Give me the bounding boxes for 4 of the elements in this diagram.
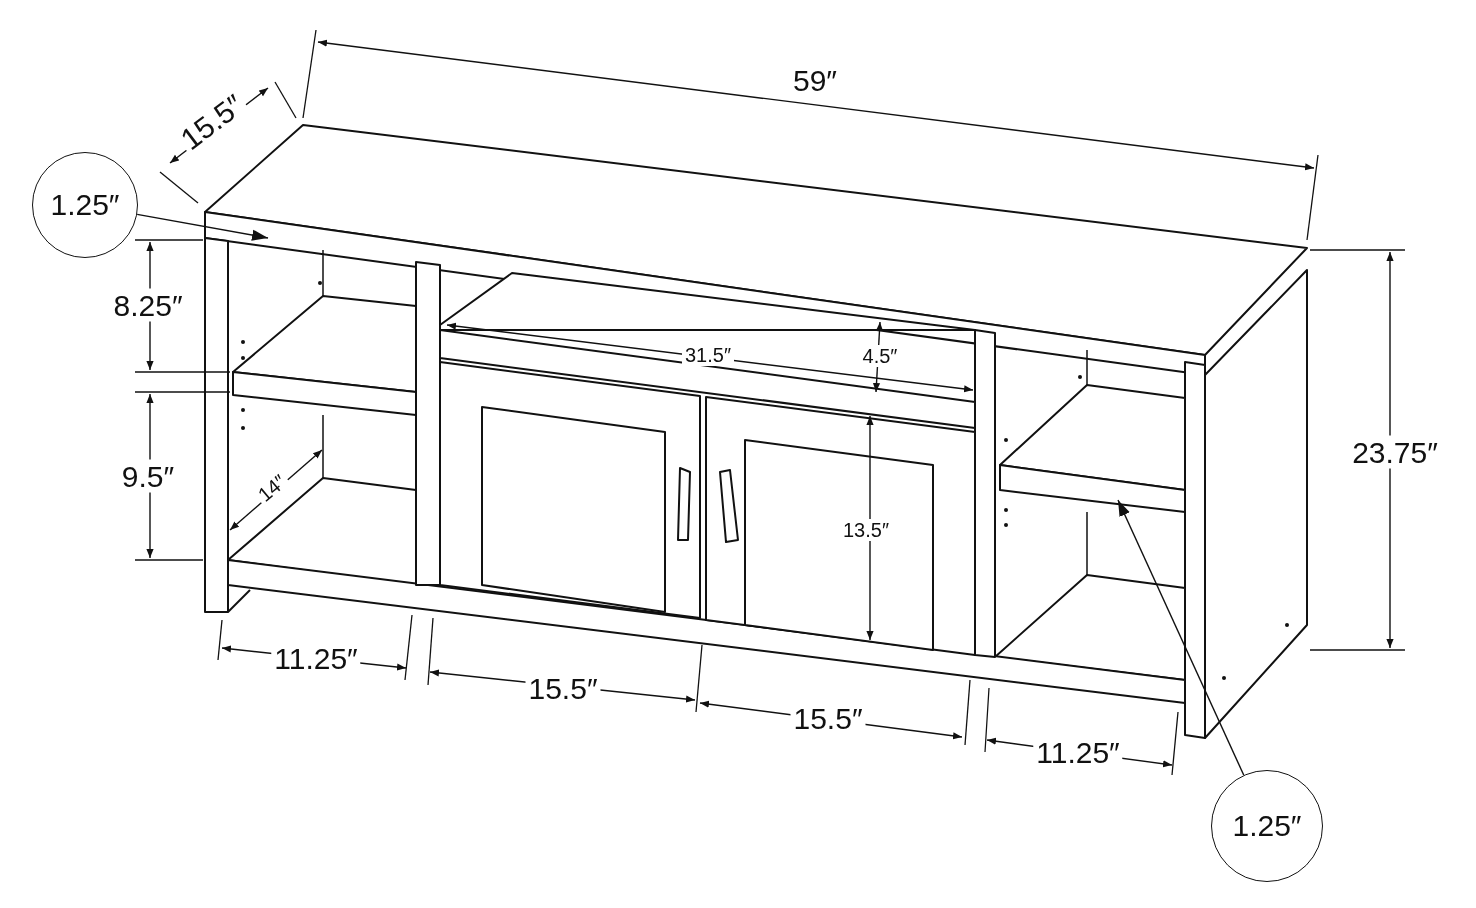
callout-number: 1.25″	[50, 188, 120, 222]
callout-number: 1.25″	[1232, 809, 1302, 843]
leader-line	[136, 213, 269, 241]
leader-line	[1117, 499, 1245, 776]
